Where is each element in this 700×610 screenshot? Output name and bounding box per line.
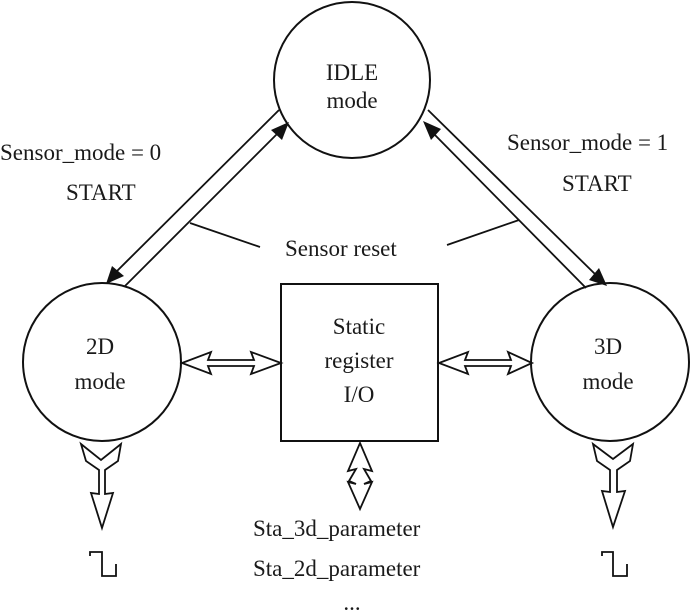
right-condition-label: Sensor_mode = 1 [507, 130, 668, 155]
mode-2d-label-line2: mode [74, 369, 125, 394]
mode-3d-label-line1: 3D [594, 334, 622, 359]
arrow-3d-to-idle-head [423, 121, 441, 140]
output-arrow-2d-icon [79, 441, 123, 532]
left-action-label: START [66, 180, 136, 205]
arrow-idle-to-2d-head [106, 266, 124, 284]
square-wave-icon-3d [601, 551, 628, 577]
node-3d: 3D mode [530, 282, 690, 442]
node-idle: IDLE mode [273, 1, 431, 159]
bidirectional-arrow-register-parameters [346, 440, 374, 512]
square-wave-icon-2d [89, 551, 117, 577]
idle-circle [273, 1, 431, 159]
static-register-line2: register [325, 348, 394, 373]
arrow-idle-to-2d-line [115, 109, 280, 273]
parameter-3d-label: Sta_3d_parameter [253, 516, 421, 541]
parameter-more-label: ... [343, 590, 360, 610]
output-arrow-2d [79, 441, 123, 532]
static-register-box [280, 283, 439, 442]
arrow-idle-to-3d-head [589, 268, 607, 286]
reset-leader-right [446, 219, 520, 246]
bidirectional-arrow-2d-register [179, 350, 284, 376]
transition-idle-2d [106, 109, 289, 287]
static-register-line1: Static [333, 314, 385, 339]
mode-2d-label-line1: 2D [86, 334, 114, 359]
output-arrow-3d-icon [591, 441, 635, 530]
arrow-idle-to-3d-line [427, 109, 598, 277]
mode-2d-circle [22, 282, 182, 442]
arrow-2d-to-idle-line [124, 129, 282, 287]
idle-label-line2: mode [326, 88, 377, 113]
left-condition-label: Sensor_mode = 0 [0, 140, 161, 165]
idle-label-line1: IDLE [326, 60, 378, 85]
output-arrow-3d [591, 441, 635, 530]
reset-leader-left [189, 222, 261, 248]
double-arrow-register-parameters-icon [346, 440, 374, 512]
sensor-reset-label: Sensor reset [285, 236, 397, 261]
node-static-register: Static register I/O [280, 283, 439, 442]
bidirectional-arrow-register-3d [436, 350, 535, 376]
mode-3d-circle [530, 282, 690, 442]
arrow-2d-to-idle-head [271, 122, 289, 140]
right-action-label: START [562, 171, 632, 196]
parameter-2d-label: Sta_2d_parameter [253, 556, 421, 581]
static-register-line3: I/O [344, 382, 375, 407]
node-2d: 2D mode [22, 282, 182, 442]
mode-3d-label-line2: mode [582, 369, 633, 394]
transition-idle-3d [423, 109, 607, 289]
arrow-3d-to-idle-line [431, 131, 587, 289]
